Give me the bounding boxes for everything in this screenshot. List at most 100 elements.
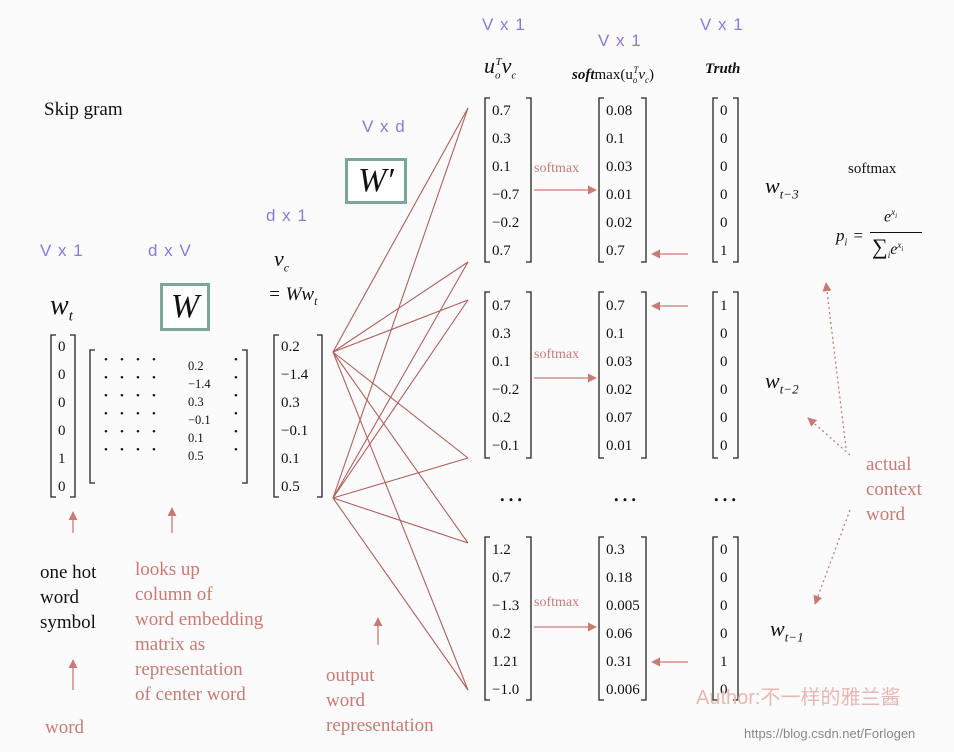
softmax-formula-title: softmax bbox=[848, 161, 897, 177]
formula-lhs: pi = bbox=[836, 226, 864, 249]
vector-cell: 0.006 bbox=[606, 682, 640, 698]
matrix-bracket bbox=[733, 291, 739, 459]
vector-cell: 0.03 bbox=[606, 354, 633, 370]
vector-cell: 0.1 bbox=[492, 354, 511, 370]
matrix-dot: • bbox=[152, 372, 156, 384]
word-label: word bbox=[45, 717, 85, 738]
matrix-dot: • bbox=[234, 390, 238, 402]
vector-cell: 0 bbox=[720, 542, 728, 558]
W-prime-matrix-label: W′ bbox=[345, 158, 407, 204]
vector-cell: 0 bbox=[720, 438, 728, 454]
vector-cell: 0.1 bbox=[492, 159, 511, 175]
vector-cell: 0.06 bbox=[606, 626, 633, 642]
vector-cell: 0.7 bbox=[492, 298, 511, 314]
context-word-1: wt−3 bbox=[765, 173, 799, 202]
ellipsis-truth: … bbox=[712, 478, 738, 507]
projection-line bbox=[332, 299, 469, 353]
projection-line bbox=[332, 351, 469, 459]
softmax-arrow-label-3: softmax bbox=[534, 595, 580, 610]
vc-symbol: vc bbox=[274, 246, 290, 275]
dim-W: d x V bbox=[148, 241, 192, 260]
vector-cell: 0.31 bbox=[606, 654, 633, 670]
matrix-cell: 0.5 bbox=[188, 449, 204, 463]
vector-cell: 0 bbox=[720, 159, 728, 175]
matrix-dot: • bbox=[152, 426, 156, 438]
matrix-bracket bbox=[598, 97, 604, 263]
matrix-dot: • bbox=[104, 390, 108, 402]
vector-cell: 0.7 bbox=[492, 570, 511, 586]
diagram-title: Skip gram bbox=[44, 99, 123, 120]
matrix-dot: • bbox=[152, 408, 156, 420]
matrix-dot: • bbox=[120, 408, 124, 420]
source-url: https://blog.csdn.net/Forlogen bbox=[744, 726, 916, 741]
vector-cell: 0 bbox=[720, 326, 728, 342]
matrix-dot: • bbox=[136, 408, 140, 420]
context-pointer bbox=[822, 282, 847, 449]
projection-line bbox=[332, 299, 469, 499]
matrix-dot: • bbox=[234, 408, 238, 420]
vector-cell: 0.2 bbox=[281, 339, 300, 355]
vector-cell: −0.2 bbox=[492, 215, 520, 231]
vector-cell: 0.7 bbox=[606, 298, 625, 314]
matrix-dot: • bbox=[104, 372, 108, 384]
vector-cell: 0 bbox=[58, 395, 66, 411]
vc-equation: = Wwt bbox=[268, 284, 318, 308]
matrix-dot: • bbox=[104, 426, 108, 438]
matrix-bracket bbox=[712, 291, 718, 459]
matrix-dot: • bbox=[152, 354, 156, 366]
dim-softmax: V x 1 bbox=[598, 31, 642, 50]
vector-cell: 1 bbox=[720, 243, 728, 259]
vector-cell: −0.1 bbox=[281, 423, 309, 439]
vector-cell: 0.7 bbox=[492, 243, 511, 259]
vector-cell: 0 bbox=[720, 187, 728, 203]
matrix-dot: • bbox=[136, 426, 140, 438]
matrix-cell: 0.2 bbox=[188, 359, 204, 373]
vector-cell: 0.7 bbox=[606, 243, 625, 259]
truth-header: Truth bbox=[705, 61, 741, 77]
matrix-bracket bbox=[712, 97, 718, 263]
matrix-cell: 0.3 bbox=[188, 395, 204, 409]
vector-cell: 0 bbox=[720, 354, 728, 370]
vector-cell: 0.02 bbox=[606, 382, 633, 398]
vector-cell: 0.2 bbox=[492, 626, 511, 642]
softmax-arrow-label-1: softmax bbox=[534, 161, 580, 176]
dim-vc: d x 1 bbox=[266, 206, 308, 225]
context-word-3: wt−1 bbox=[770, 616, 804, 645]
W-matrix-label: W bbox=[160, 283, 210, 331]
formula-numerator: exi bbox=[884, 207, 898, 226]
vector-cell: 0 bbox=[58, 479, 66, 495]
matrix-dot: • bbox=[234, 426, 238, 438]
vector-cell: 0.7 bbox=[492, 103, 511, 119]
vector-cell: 0.01 bbox=[606, 438, 633, 454]
matrix-bracket bbox=[641, 97, 647, 263]
matrix-bracket bbox=[641, 536, 647, 701]
matrix-bracket bbox=[641, 291, 647, 459]
matrix-bracket bbox=[317, 334, 323, 498]
matrix-dot: • bbox=[234, 372, 238, 384]
projection-line bbox=[332, 351, 469, 544]
matrix-dot: • bbox=[104, 408, 108, 420]
vector-cell: 0 bbox=[720, 570, 728, 586]
vector-cell: 0 bbox=[58, 423, 66, 439]
matrix-bracket bbox=[484, 291, 490, 459]
vector-cell: 0.01 bbox=[606, 187, 633, 203]
vector-cell: 0 bbox=[720, 215, 728, 231]
matrix-bracket bbox=[50, 334, 56, 498]
projection-line bbox=[332, 497, 469, 544]
projection-line bbox=[332, 261, 469, 353]
vector-cell: 0 bbox=[720, 382, 728, 398]
vector-cell: 0.18 bbox=[606, 570, 633, 586]
vector-cell: 0.3 bbox=[492, 326, 511, 342]
vector-cell: −1.0 bbox=[492, 682, 520, 698]
vector-cell: 0 bbox=[720, 103, 728, 119]
vector-cell: 0 bbox=[720, 410, 728, 426]
matrix-bracket bbox=[598, 291, 604, 459]
vector-cell: 0.005 bbox=[606, 598, 640, 614]
matrix-dot: • bbox=[152, 390, 156, 402]
context-pointer bbox=[813, 509, 851, 605]
matrix-cell: −0.1 bbox=[188, 413, 211, 427]
wt-symbol: wt bbox=[50, 290, 73, 325]
vector-cell: 0 bbox=[720, 682, 728, 698]
